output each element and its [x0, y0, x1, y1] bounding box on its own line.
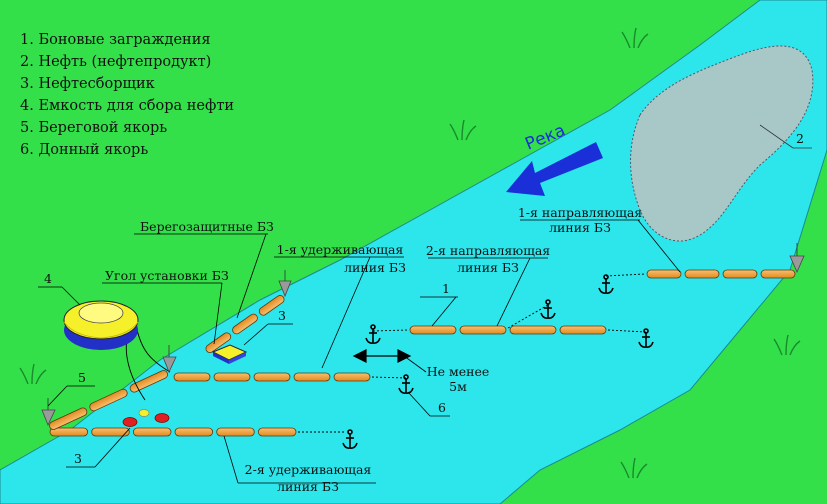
oil-slick — [630, 45, 814, 242]
label-min-distance-2: 5м — [449, 379, 467, 394]
bottom-anchor — [540, 299, 556, 319]
boom-segment — [257, 427, 297, 437]
boom-segment — [559, 325, 607, 335]
red-buoys — [122, 409, 170, 427]
label-first-guide-line-2: линия БЗ — [549, 220, 611, 235]
legend-item-2: 2. Нефть (нефтепродукт) — [20, 54, 211, 70]
boom-segment — [49, 407, 88, 430]
boom-segment — [49, 427, 89, 437]
label-second-guide-line-2: линия БЗ — [457, 260, 519, 275]
label-2: 2 — [796, 131, 804, 146]
label-5: 5 — [78, 370, 86, 385]
bottom-anchor — [598, 274, 614, 294]
oil-skimmer — [211, 344, 248, 364]
label-1: 1 — [442, 281, 450, 296]
diagram-labels: 1-я направляющая линия БЗ Берегозащитные… — [44, 205, 642, 494]
bottom-anchor — [342, 429, 358, 449]
label-3-bottom: 3 — [74, 451, 82, 466]
bottom-anchor — [398, 374, 414, 394]
boom-segment — [129, 370, 168, 393]
label-install-angle: Угол установки БЗ — [105, 268, 229, 283]
bottom-anchor — [365, 324, 381, 344]
boom-segment — [232, 313, 258, 335]
boom-segment — [253, 372, 291, 382]
shore-anchor — [41, 409, 56, 427]
boom-segment — [216, 427, 255, 437]
boom-segment — [174, 427, 214, 437]
oil-storage-tank — [63, 300, 139, 350]
boom-segments — [49, 269, 796, 437]
boom-segment — [760, 269, 796, 279]
label-first-hold-line: 1-я удерживающая — [277, 242, 404, 257]
boom-segment — [333, 372, 371, 382]
label-6: 6 — [438, 400, 446, 415]
shore-anchor — [162, 356, 177, 374]
label-3-top: 3 — [278, 308, 286, 323]
boom-segment — [509, 325, 557, 335]
legend-item-5: 5. Береговой якорь — [20, 120, 167, 136]
boom-segment — [205, 332, 232, 353]
label-second-guide-line: 2-я направляющая — [426, 243, 550, 258]
label-second-hold-line-2: линия БЗ — [277, 479, 339, 494]
boom-segment — [646, 269, 682, 279]
legend-item-6: 6. Донный якорь — [20, 142, 148, 158]
legend-item-1: 1. Боновые заграждения — [20, 32, 211, 48]
legend-item-4: 4. Емкость для сбора нефти — [20, 98, 234, 114]
min-distance-marker — [352, 349, 427, 373]
boom-segment — [89, 388, 128, 412]
bottom-anchors — [342, 274, 654, 449]
boom-segment — [213, 372, 251, 382]
leader-lines — [38, 219, 681, 484]
label-first-hold-line-2: линия БЗ — [344, 260, 406, 275]
label-second-hold-line: 2-я удерживающая — [245, 462, 372, 477]
boom-segment — [409, 325, 457, 335]
boom-segment — [132, 427, 172, 437]
boom-segment — [173, 372, 211, 382]
boom-segment — [684, 269, 720, 279]
grass-tufts — [19, 27, 801, 479]
boom-segment — [258, 295, 285, 316]
label-4: 4 — [44, 271, 52, 286]
label-shore-booms: Берегозащитные БЗ — [140, 219, 274, 234]
boom-segment — [722, 269, 758, 279]
legend: 1. Боновые заграждения 2. Нефть (нефтепр… — [20, 32, 234, 158]
boom-segment — [459, 325, 507, 335]
boom-segment — [293, 372, 331, 382]
label-min-distance: Не менее — [427, 364, 490, 379]
bottom-anchor — [638, 328, 654, 348]
boom-segment — [91, 427, 130, 437]
legend-item-3: 3. Нефтесборщик — [20, 76, 155, 92]
label-first-guide-line: 1-я направляющая — [518, 205, 642, 220]
